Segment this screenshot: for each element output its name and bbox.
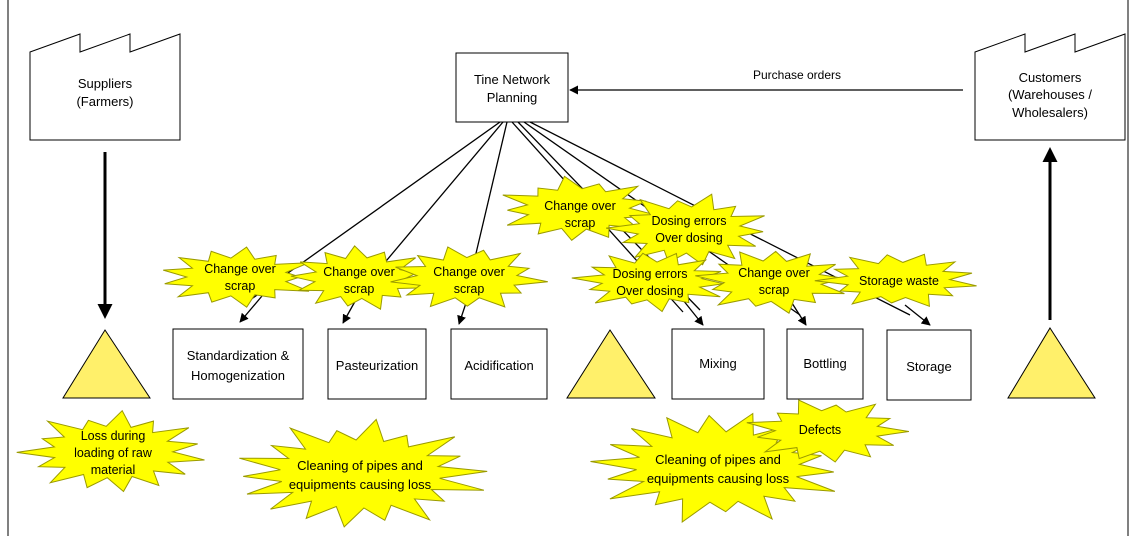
- burst-label: Storage waste: [859, 274, 939, 288]
- burst-label: Change over: [204, 262, 276, 276]
- planning-label-1: Tine Network: [474, 72, 551, 87]
- wip-inventory-triangle: [566, 329, 656, 399]
- burst-label: Change over: [433, 265, 505, 279]
- burst-label: Change over: [738, 266, 810, 280]
- bottling-label: Bottling: [803, 356, 846, 371]
- burst-label: Defects: [799, 423, 841, 437]
- burst-label: Dosing errors: [651, 214, 726, 228]
- suppliers-sublabel: (Farmers): [76, 94, 133, 109]
- storage-label: Storage: [906, 359, 952, 374]
- suppliers-factory[interactable]: Suppliers (Farmers): [29, 33, 181, 141]
- purchase-orders-label: Purchase orders: [753, 68, 841, 82]
- raw-inventory-triangle: [62, 329, 151, 399]
- process-acidification[interactable]: Acidification: [450, 328, 548, 400]
- waste-burst-storage: Storage waste: [814, 253, 977, 308]
- customers-label: Customers: [1019, 70, 1082, 85]
- burst-label: Dosing errors: [612, 267, 687, 281]
- pasteurization-label: Pasteurization: [336, 358, 418, 373]
- process-pasteurization[interactable]: Pasteurization: [327, 328, 427, 400]
- process-bottling[interactable]: Bottling: [786, 328, 864, 400]
- burst-label: scrap: [454, 282, 485, 296]
- waste-burst-cleaning-left: Cleaning of pipes and equipments causing …: [239, 418, 488, 528]
- burst-label: scrap: [344, 282, 375, 296]
- burst-label: Change over: [323, 265, 395, 279]
- burst-label: Cleaning of pipes and: [297, 458, 423, 473]
- waste-burst-cleaning-right: Cleaning of pipes and equipments causing …: [590, 412, 836, 523]
- customers-factory[interactable]: Customers (Warehouses / Wholesalers): [974, 33, 1126, 141]
- burst-label: Change over: [544, 199, 616, 213]
- waste-burst-changeover-bottling: Change over scrap: [695, 250, 846, 314]
- finished-inventory-triangle: [1007, 327, 1096, 399]
- waste-burst-loss-loading: Loss during loading of raw material: [16, 409, 205, 493]
- burst-label: loading of raw: [74, 446, 153, 460]
- acidification-label: Acidification: [464, 358, 533, 373]
- customers-sublabel-1: (Warehouses /: [1008, 87, 1092, 102]
- process-storage[interactable]: Storage: [886, 329, 972, 401]
- svg-text:Customers(Warehouses /Wholesal: Customers (Warehouses / Wholesalers): [1008, 70, 1092, 120]
- burst-label: Loss during: [81, 429, 146, 443]
- svg-text:Suppliers(Farmers): Suppliers (Farmers): [76, 76, 133, 109]
- process-standardization[interactable]: Standardization & Homogenization: [172, 328, 304, 400]
- waste-burst-changeover-std: Change over scrap: [163, 246, 310, 308]
- standardization-label-2: Homogenization: [191, 368, 285, 383]
- burst-label: material: [91, 463, 135, 477]
- waste-burst-changeover-acid: Change over scrap: [390, 246, 548, 308]
- waste-burst-defects: Defects: [746, 399, 909, 463]
- burst-label: scrap: [225, 279, 256, 293]
- waste-burst-changeover-top: Change over scrap: [502, 175, 658, 241]
- svg-text:Standardization &Homogenizatio: Standardization & Homogenization: [187, 348, 290, 383]
- burst-label: Over dosing: [616, 284, 683, 298]
- burst-label: scrap: [759, 283, 790, 297]
- burst-label: scrap: [565, 216, 596, 230]
- burst-label: equipments causing loss: [289, 477, 432, 492]
- mixing-label: Mixing: [699, 356, 737, 371]
- burst-label: equipments causing loss: [647, 471, 790, 486]
- burst-label: Over dosing: [655, 231, 722, 245]
- suppliers-label: Suppliers: [78, 76, 133, 91]
- burst-label: Cleaning of pipes and: [655, 452, 781, 467]
- waste-burst-changeover-past: Change over scrap: [290, 245, 429, 311]
- process-mixing[interactable]: Mixing: [671, 328, 765, 400]
- customers-sublabel-2: Wholesalers): [1012, 105, 1088, 120]
- standardization-label-1: Standardization &: [187, 348, 290, 363]
- planning-label-2: Planning: [487, 90, 538, 105]
